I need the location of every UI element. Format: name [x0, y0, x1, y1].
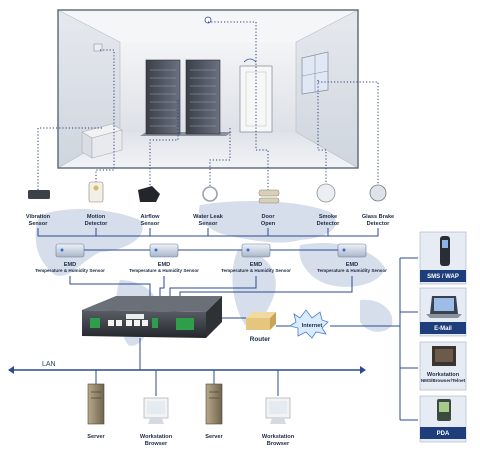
glass-break-detector-icon — [369, 184, 387, 202]
sensor-label: Door — [261, 214, 275, 220]
client-sublabel: NMS/Browser/Telnet — [421, 378, 466, 383]
emd-label: EMD — [250, 262, 262, 268]
device-label: Workstation — [262, 434, 295, 440]
sensor-bus — [37, 228, 379, 237]
client-label: SMS / WAP — [427, 274, 459, 280]
emd-sublabel: Temperature & Humidity Sensor — [35, 268, 105, 273]
sensor-label: Water Leak — [193, 214, 224, 220]
emd-unit: EMD Temperature & Humidity Sensor — [317, 243, 387, 273]
internet-cloud-icon — [289, 309, 329, 339]
client-label: E-Mail — [434, 326, 452, 332]
server-tower-icon — [205, 383, 223, 425]
ac-cabinet — [81, 123, 123, 159]
server-device: Server — [87, 383, 106, 440]
server-room — [57, 9, 359, 169]
client-label: PDA — [437, 431, 450, 437]
sensor-links — [37, 21, 379, 190]
emd-sublabel: Temperature & Humidity Sensor — [129, 268, 199, 273]
device-label: Workstation — [140, 434, 173, 440]
sensor-label: Motion — [87, 214, 106, 220]
airflow-sensor-icon — [138, 186, 160, 202]
sensor-label: Detector — [85, 221, 109, 227]
workstation-device: Workstation Browser — [140, 397, 173, 447]
internet-label: Internet — [302, 323, 323, 329]
emd-label: EMD — [346, 262, 358, 268]
wall-sensor-icon — [93, 43, 103, 52]
server-racks — [140, 59, 232, 136]
pda-client: PDA — [419, 395, 467, 443]
emd-sublabel: Temperature & Humidity Sensor — [317, 268, 387, 273]
emd-row: EMD Temperature & Humidity Sensor EMD Te… — [35, 243, 387, 273]
lan-devices: Server Workstation Browser Server Workst… — [87, 383, 295, 447]
monitoring-controller — [82, 296, 222, 338]
device-label: Server — [205, 434, 223, 440]
vibration-sensor-icon — [28, 190, 50, 199]
water-leak-sensor-icon — [202, 186, 218, 202]
device-sublabel: Browser — [267, 441, 290, 447]
sensor-labels: Vibration Sensor Motion Detector Airflow… — [26, 214, 394, 227]
smoke-detector-icon — [316, 183, 336, 203]
email-client: E-Mail — [419, 287, 467, 337]
device-label: Server — [87, 434, 105, 440]
server-tower-icon — [87, 383, 105, 425]
door-sensor-icon — [258, 189, 280, 197]
sensor-label: Detector — [317, 221, 341, 227]
window — [301, 51, 329, 95]
lan-label: LAN — [42, 361, 56, 368]
sensor-label: Sensor — [141, 221, 161, 227]
sensor-label: Glass Brake — [362, 214, 394, 220]
sensor-label: Smoke — [319, 214, 337, 220]
emd-label: EMD — [158, 262, 170, 268]
sensor-label: Vibration — [26, 214, 51, 220]
sensor-label: Open — [261, 221, 276, 227]
remote-clients: SMS / WAP E-Mail Workstation NMS/Browser… — [419, 231, 467, 443]
sensor-label: Airflow — [141, 214, 161, 220]
lan-line: LAN — [8, 361, 366, 396]
motion-detector-icon — [88, 181, 104, 203]
sensor-label: Detector — [367, 221, 391, 227]
sms-client: SMS / WAP — [419, 231, 467, 285]
sensor-label: Sensor — [199, 221, 219, 227]
router-label: Router — [250, 336, 271, 343]
router-icon — [246, 312, 276, 330]
workstation-client: Workstation NMS/Browser/Telnet — [419, 341, 467, 391]
remote-bracket — [399, 257, 418, 421]
ceiling-sensor-icon — [204, 16, 212, 24]
emd-unit: EMD Temperature & Humidity Sensor — [221, 243, 291, 273]
emd-unit: EMD Temperature & Humidity Sensor — [129, 243, 199, 273]
server-device: Server — [205, 383, 224, 440]
workstation-device: Workstation Browser — [262, 397, 295, 447]
client-label: Workstation — [427, 372, 460, 378]
uplink: Router Internet — [222, 309, 400, 343]
sensor-row — [28, 181, 387, 204]
emd-label: EMD — [64, 262, 76, 268]
emd-sublabel: Temperature & Humidity Sensor — [221, 268, 291, 273]
device-sublabel: Browser — [145, 441, 168, 447]
sensor-label: Sensor — [29, 221, 49, 227]
